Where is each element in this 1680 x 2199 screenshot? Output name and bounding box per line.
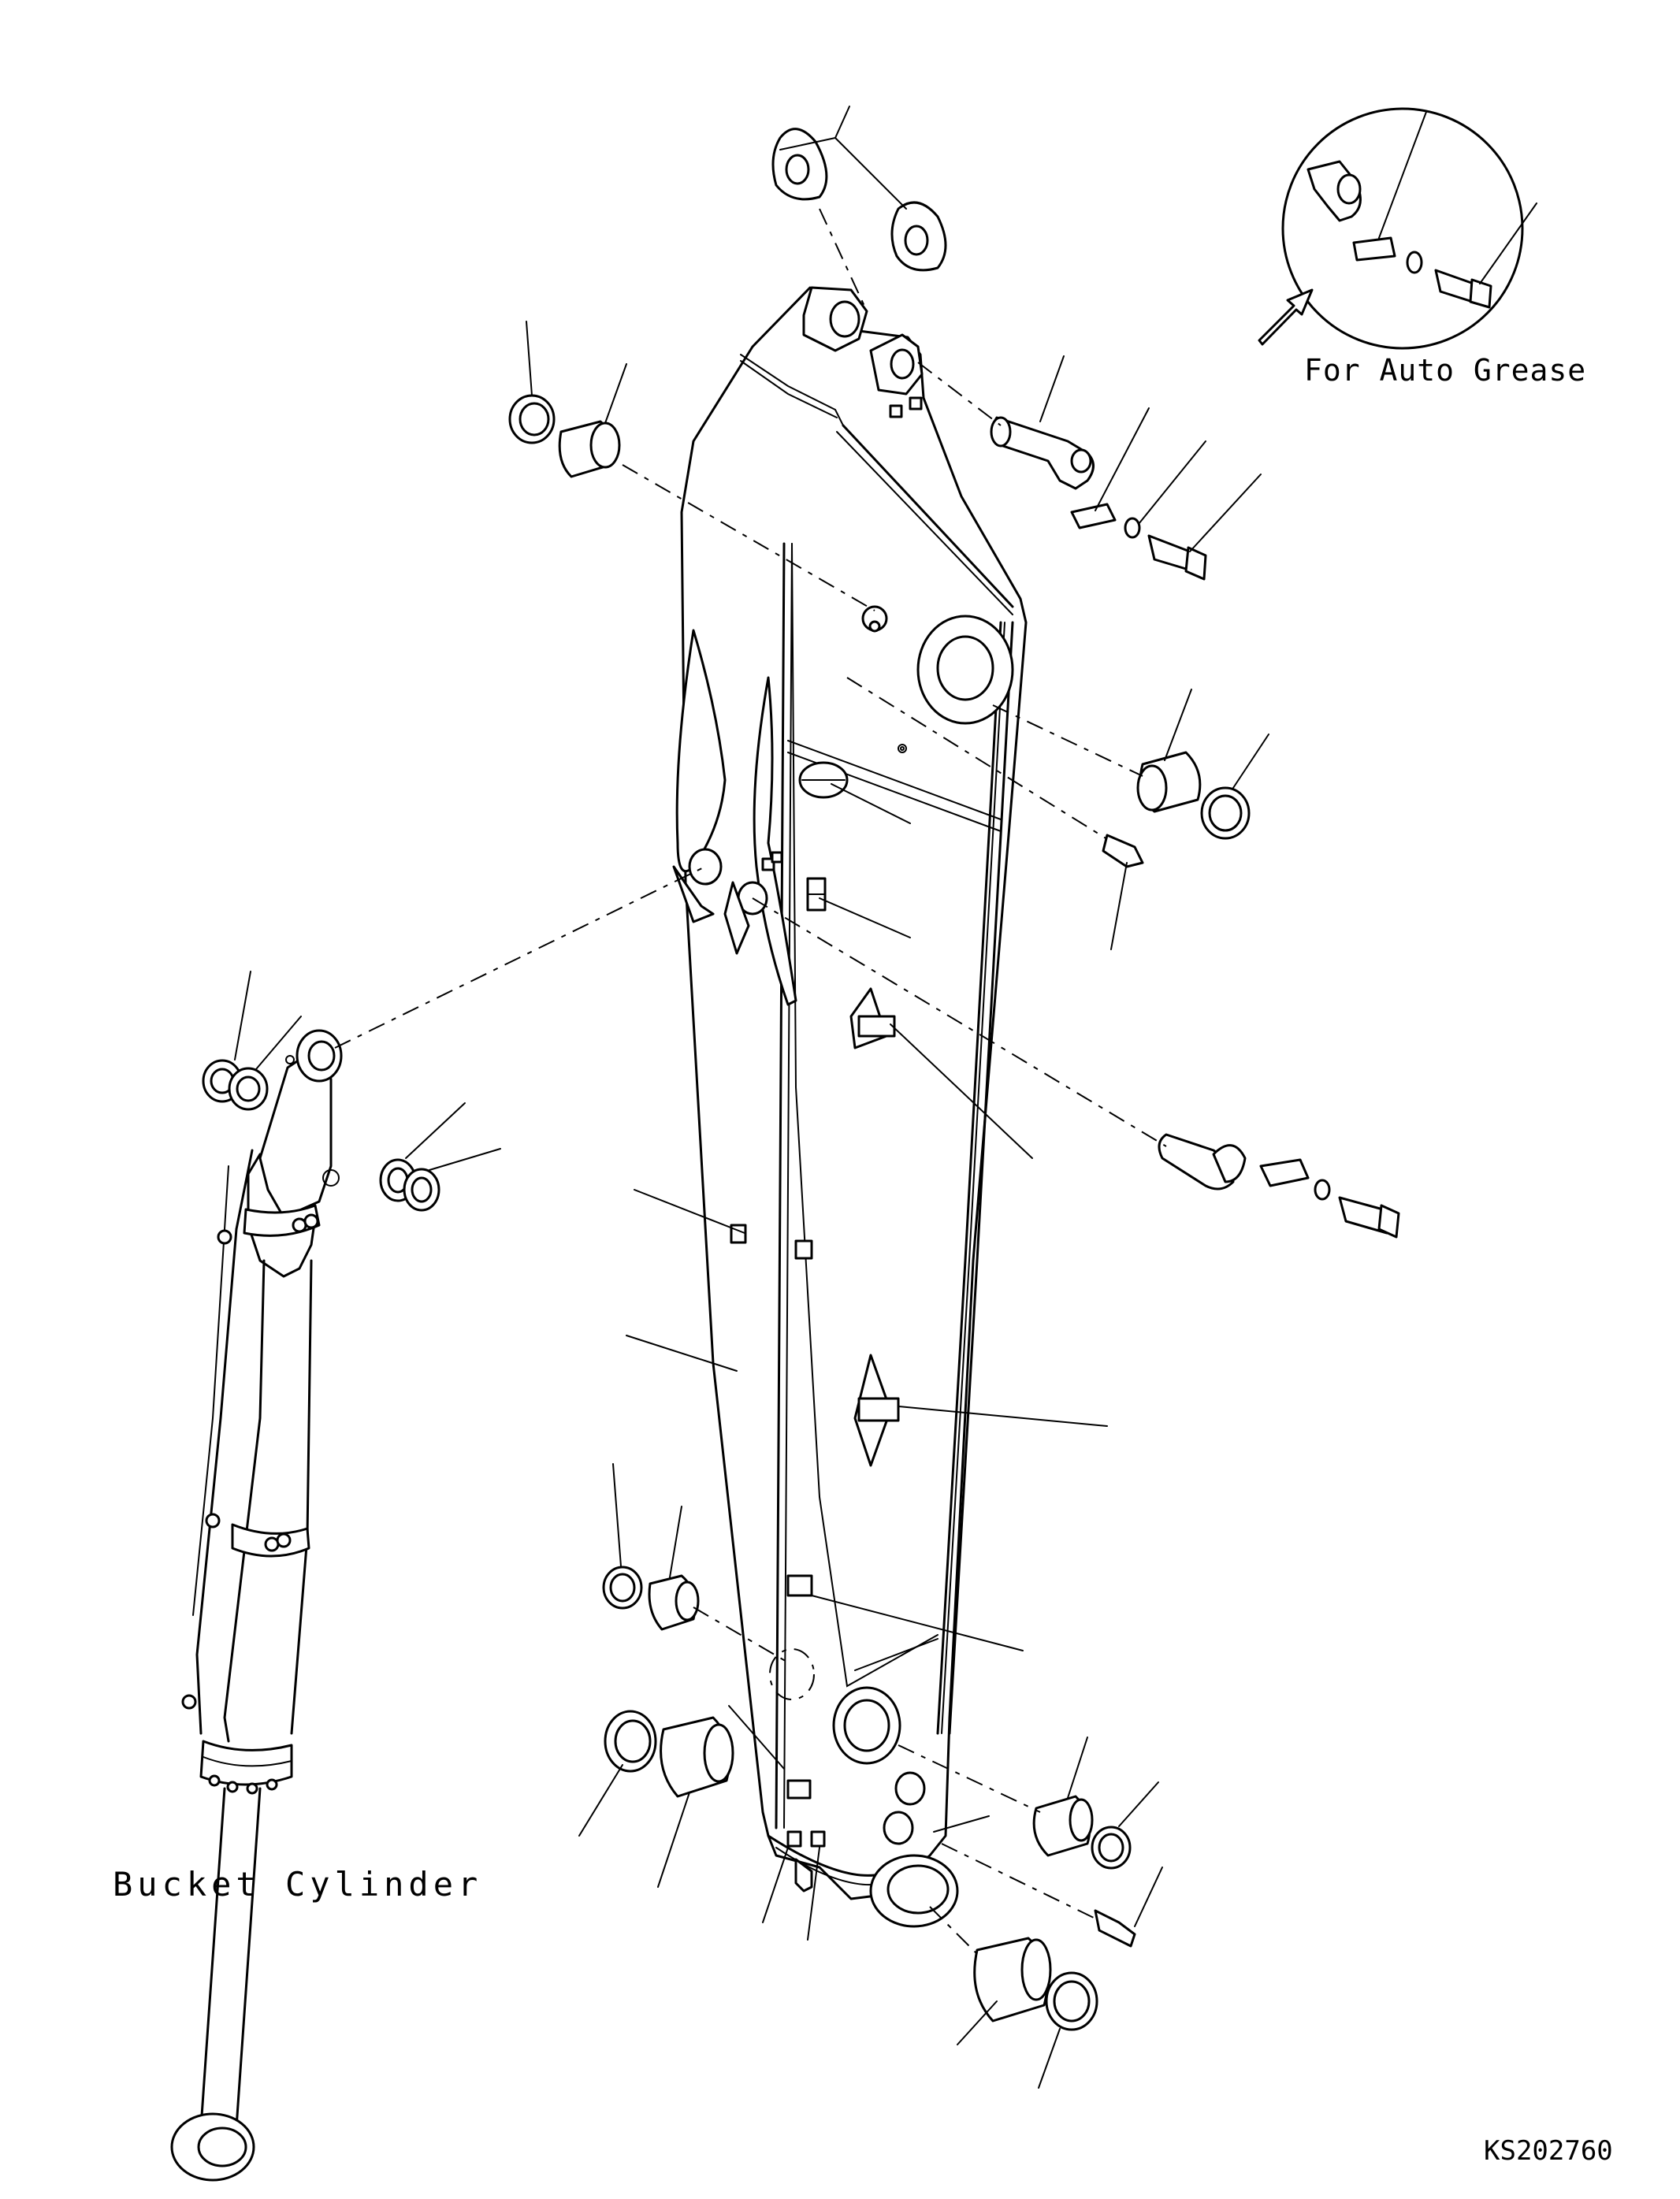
bucket-cylinder-label: Bucket Cylinder [113, 1865, 483, 1904]
arm-body [672, 286, 1028, 1928]
auto-grease-detail [1281, 107, 1537, 350]
leader-lines [234, 106, 1269, 2089]
arrow-icon [1258, 288, 1314, 346]
drawing-code: KS202760 [1484, 2135, 1613, 2167]
bucket-cylinder [170, 1029, 343, 2182]
auto-grease-label: For Auto Grease [1304, 353, 1587, 388]
loose-parts [202, 128, 1400, 2031]
assembly-lines [334, 208, 1167, 1955]
